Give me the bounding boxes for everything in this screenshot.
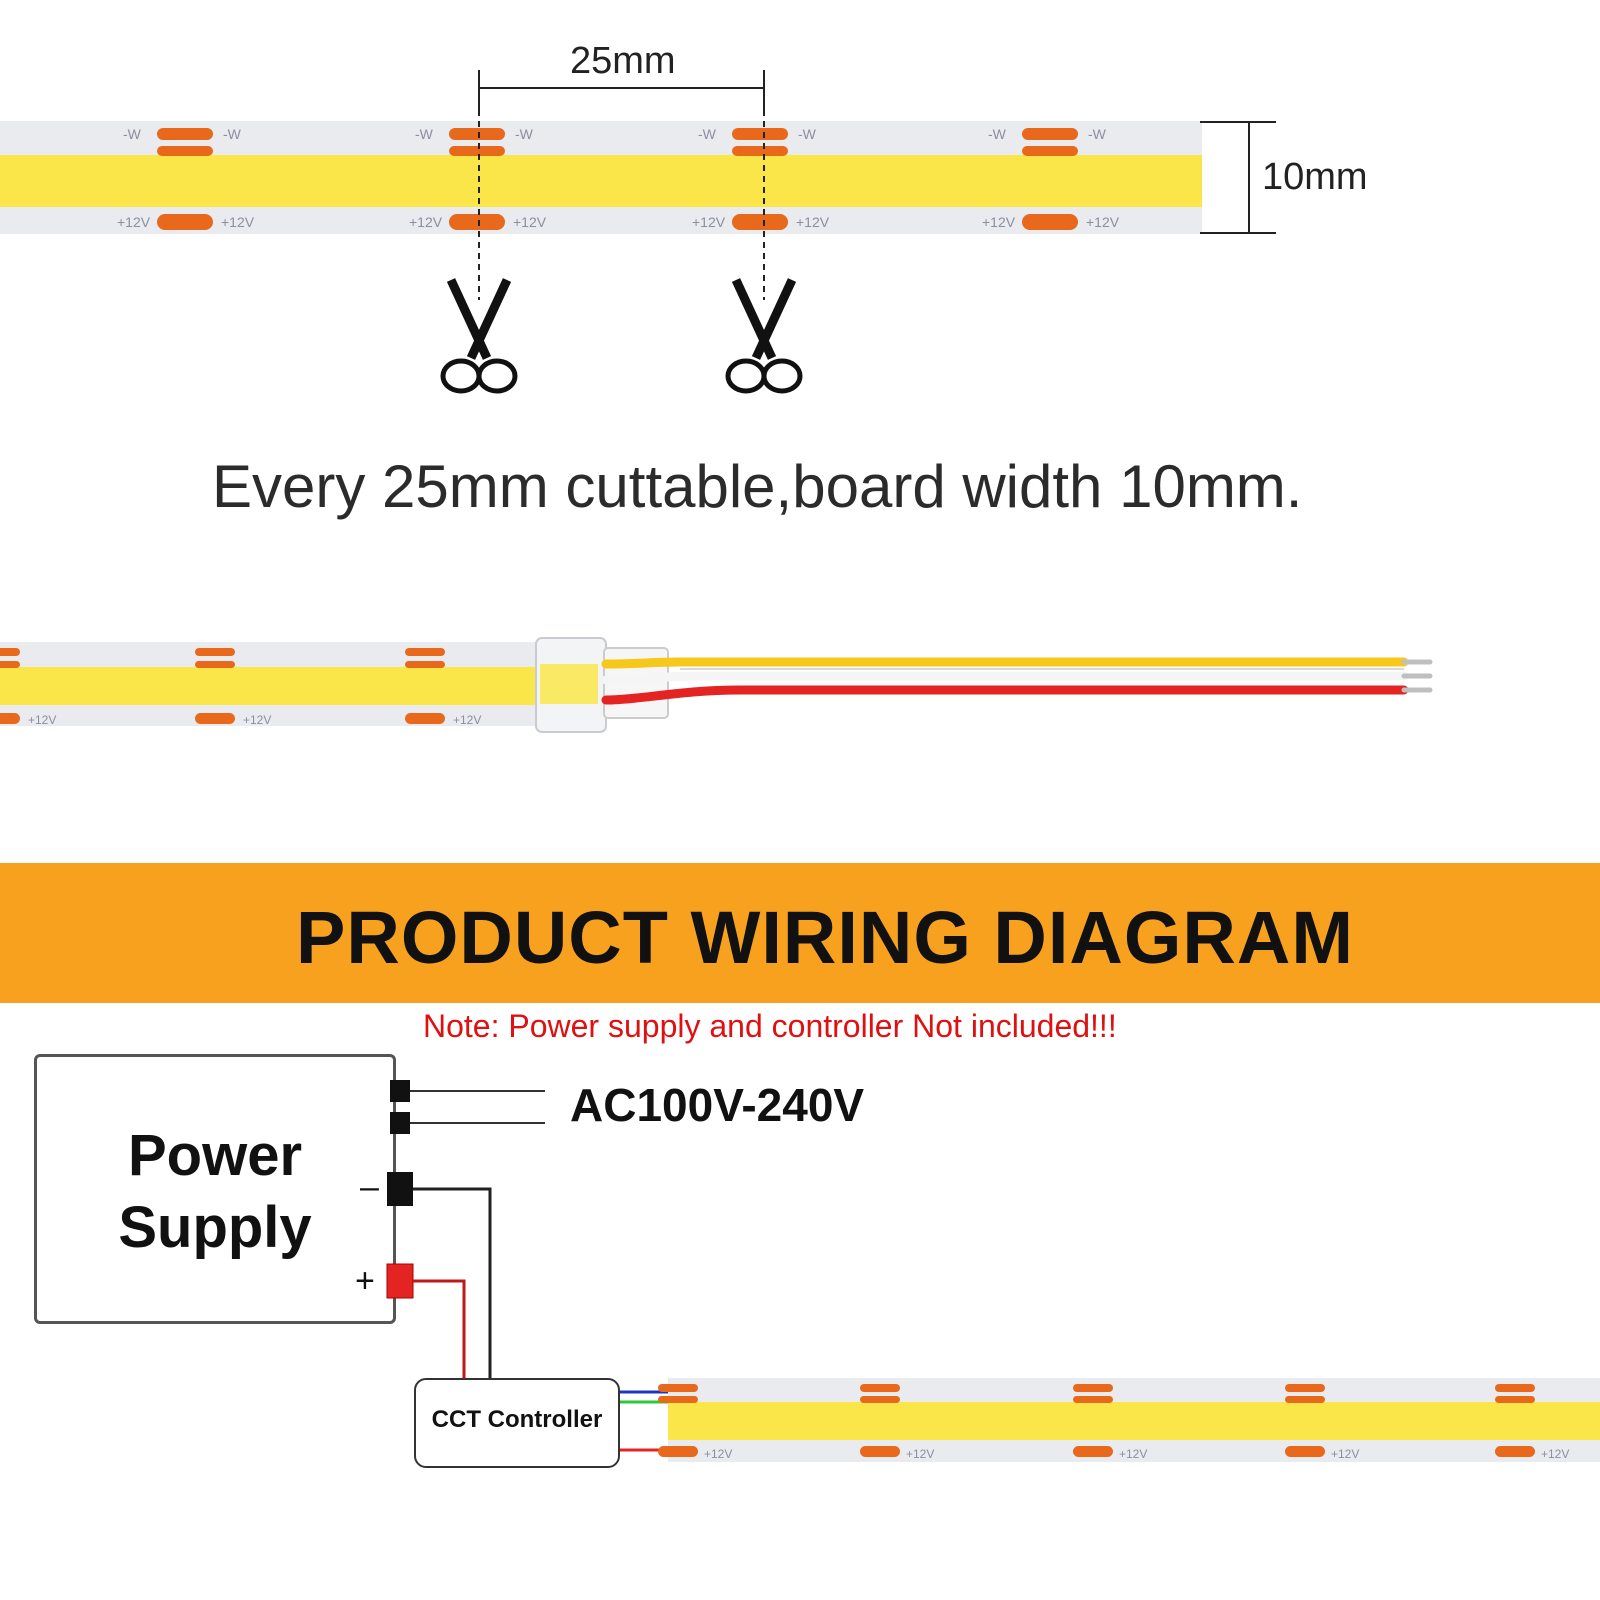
strip-marking: -W xyxy=(698,126,717,142)
strip-marking: +12V xyxy=(117,214,151,230)
strip-marking: +12V xyxy=(1119,1447,1147,1461)
cut-caption: Every 25mm cuttable,board width 10mm. xyxy=(212,453,1303,520)
strip-marking: +12V xyxy=(513,214,547,230)
strip-marking: +12V xyxy=(453,713,481,727)
strip-marking: +12V xyxy=(1331,1447,1359,1461)
strip-marking: -W xyxy=(123,126,142,142)
solder-pad xyxy=(195,661,235,668)
power-supply-line2: Supply xyxy=(118,1195,312,1260)
solder-pad xyxy=(449,146,505,156)
ac-terminal-1 xyxy=(390,1080,410,1102)
wiring-banner xyxy=(0,863,1600,1003)
strip-marking: +12V xyxy=(704,1447,732,1461)
strip-marking: +12V xyxy=(221,214,255,230)
led-strip-bottom: +12V +12V +12V +12V +12V xyxy=(658,1378,1600,1462)
solder-pad xyxy=(195,648,235,656)
solder-pad xyxy=(405,713,445,724)
top-strip-diagram: -W -W +12V +12V -W -W +12V +12V -W -W +12V +12V -W -W… xyxy=(0,70,1276,394)
connector-wires xyxy=(601,657,1433,705)
solder-pad xyxy=(0,713,20,724)
solder-pad xyxy=(658,1396,698,1403)
strip-marking: -W xyxy=(1088,126,1107,142)
strip-marking: -W xyxy=(798,126,817,142)
strip-marking: +12V xyxy=(28,713,56,727)
ac-terminal-2 xyxy=(390,1112,410,1134)
solder-pad xyxy=(405,648,445,656)
cct-controller-label: CCT Controller xyxy=(431,1406,603,1433)
strip-marking: -W xyxy=(515,126,534,142)
scissors-icon xyxy=(725,278,803,394)
pitch-label: 25mm xyxy=(570,40,676,82)
solder-pad xyxy=(195,713,235,724)
solder-pad xyxy=(449,128,505,140)
plus-terminal xyxy=(386,1263,414,1299)
led-strip-top: -W -W +12V +12V -W -W +12V +12V -W -W +12V +12V -W -W… xyxy=(0,121,1202,234)
pitch-dimension xyxy=(478,70,765,110)
solder-pad xyxy=(658,1446,698,1457)
strip-marking: +12V xyxy=(243,713,271,727)
minus-terminal xyxy=(387,1172,413,1206)
led-strip-middle: +12V+12V+12V24V+ xyxy=(0,642,576,727)
solder-pad xyxy=(658,1384,698,1392)
solder-pad xyxy=(1285,1446,1325,1457)
power-supply-label: Power Supply xyxy=(34,1120,396,1264)
solder-pad xyxy=(860,1396,900,1403)
solder-pad xyxy=(1073,1396,1113,1403)
solder-pad xyxy=(1022,214,1078,230)
solder-pad xyxy=(449,214,505,230)
solder-pad xyxy=(0,661,20,668)
width-label: 10mm xyxy=(1262,156,1368,198)
note-text: Note: Power supply and controller Not in… xyxy=(423,1008,1117,1044)
solder-pad xyxy=(732,128,788,140)
ac-input-label: AC100V-240V xyxy=(570,1079,865,1131)
strip-marking: +12V xyxy=(906,1447,934,1461)
strip-marking: +12V xyxy=(1086,214,1120,230)
strip-marking: -W xyxy=(988,126,1007,142)
solder-pad xyxy=(732,146,788,156)
cct-controller-box xyxy=(414,1378,620,1468)
solder-pad xyxy=(1495,1396,1535,1403)
solder-pad xyxy=(0,648,20,656)
cut-lines xyxy=(478,110,765,300)
strip-marking: -W xyxy=(415,126,434,142)
plus-terminal-label: + xyxy=(355,1262,375,1300)
solder-pad xyxy=(1073,1384,1113,1392)
power-supply-line1: Power xyxy=(127,1123,303,1188)
solder-pad xyxy=(1073,1446,1113,1457)
solder-pad xyxy=(1022,146,1078,156)
banner-title: PRODUCT WIRING DIAGRAM xyxy=(296,896,1354,979)
solder-pad xyxy=(1285,1384,1325,1392)
solder-pad xyxy=(860,1446,900,1457)
solder-pad xyxy=(157,146,213,156)
strip-marking: -W xyxy=(223,126,242,142)
solder-pad xyxy=(405,661,445,668)
strip-marking: +12V xyxy=(1541,1447,1569,1461)
solder-pad xyxy=(1022,128,1078,140)
scissors-icon xyxy=(440,278,518,394)
strip-marking: +12V xyxy=(796,214,830,230)
connector-strip-diagram: +12V+12V+12V24V+ xyxy=(0,637,1433,733)
strip-marking: +12V xyxy=(982,214,1016,230)
solder-pad xyxy=(732,214,788,230)
solder-pad xyxy=(1285,1396,1325,1403)
solder-pad xyxy=(157,128,213,140)
strip-marking: +12V xyxy=(409,214,443,230)
solder-pad xyxy=(1495,1384,1535,1392)
width-dimension xyxy=(1200,121,1276,234)
solder-pad xyxy=(860,1384,900,1392)
strip-marking: +12V xyxy=(692,214,726,230)
solder-pad xyxy=(1495,1446,1535,1457)
minus-terminal-label: – xyxy=(360,1168,379,1206)
solder-pad xyxy=(157,214,213,230)
